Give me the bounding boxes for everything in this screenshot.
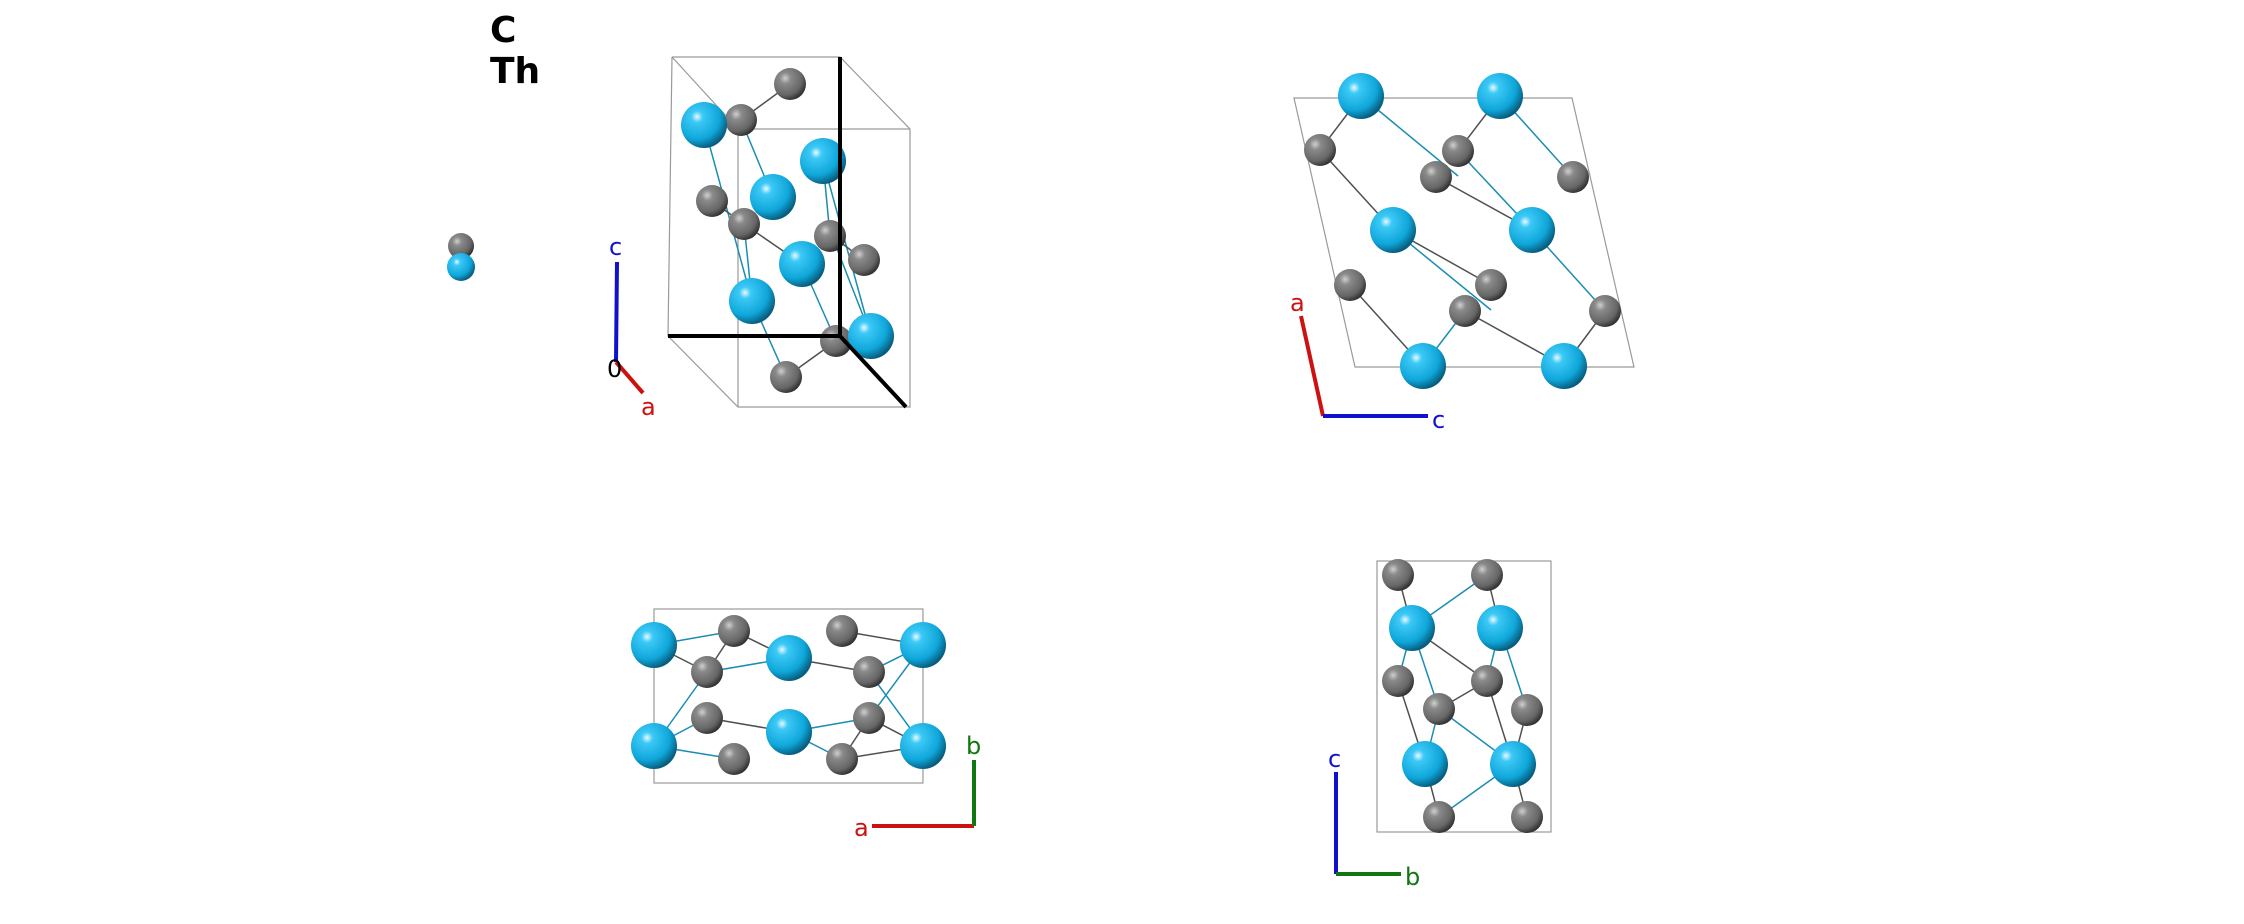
atoms [681,68,894,393]
legend-c-atom [448,233,474,259]
legend-th-atom [447,253,475,281]
view-perspective: c 0 a [607,56,911,421]
c-atom [848,244,880,276]
axis-triad: c b [1328,745,1420,891]
legend-c-label: C [490,10,516,51]
c-atom [718,743,750,775]
atoms [631,615,946,775]
th-atom [900,622,946,668]
c-atom [1557,161,1589,193]
c-atom [725,104,757,136]
th-atom [631,723,677,769]
a-axis-line [1299,315,1325,417]
view-a: c b [1328,559,1552,891]
a-axis-line [614,360,645,395]
c-atom [826,743,858,775]
atoms [1304,73,1621,389]
c-atom [1423,801,1455,833]
c-atom [853,702,885,734]
c-atom [1511,694,1543,726]
c-atom [1449,295,1481,327]
c-atom [691,702,723,734]
c-atom [774,68,806,100]
th-atom [1402,741,1448,787]
th-atom [1400,343,1446,389]
c-atom [691,656,723,688]
c-axis-line [614,261,619,363]
c-atom [826,615,858,647]
c-axis-label: c [1328,745,1341,773]
th-atom [1541,343,1587,389]
c-axis-label: c [1432,406,1445,434]
th-atom [729,278,775,324]
a-axis-label: a [854,814,869,842]
element-legend: C Th [447,10,540,281]
a-axis-label: a [641,393,656,421]
th-atom [681,102,727,148]
th-atom [1338,73,1384,119]
c-atom [1334,269,1366,301]
th-atom [631,622,677,668]
th-atom [1509,207,1555,253]
th-atom [766,635,812,681]
legend-th-label: Th [490,51,540,92]
unit-cell-outline [653,608,924,784]
c-axis-label: c [609,233,622,261]
c-atom [696,185,728,217]
a-axis-label: a [1290,289,1305,317]
th-atom [1389,605,1435,651]
b-axis-label: b [966,732,981,760]
c-atom [1382,665,1414,697]
c-atom [1471,665,1503,697]
th-atom [800,138,846,184]
th-atom [779,241,825,287]
c-atom [1304,134,1336,166]
th-atom [848,313,894,359]
unit-cell-outline [1376,560,1552,833]
axis-triad: a c [1290,289,1445,434]
c-atom [1420,161,1452,193]
c-atom [1471,559,1503,591]
th-atom [766,709,812,755]
th-atom [1370,207,1416,253]
c-atom [1589,295,1621,327]
c-atom [1442,135,1474,167]
c-atom [770,361,802,393]
c-atom [718,615,750,647]
axis-triad: a b [854,732,981,842]
atoms [1382,559,1543,833]
th-atom [1477,73,1523,119]
c-atom [1382,559,1414,591]
axis-triad: c 0 a [607,233,656,421]
th-atom [1490,741,1536,787]
th-atom [900,723,946,769]
c-atom [1475,269,1507,301]
c-atom [728,208,760,240]
view-c: a b [631,608,981,842]
origin-label: 0 [607,355,622,383]
unit-cell-front-edges [668,57,908,409]
view-b: a c [1290,73,1635,434]
th-atom [1477,605,1523,651]
th-atom [750,174,796,220]
c-atom [1423,693,1455,725]
c-atom [1511,801,1543,833]
b-axis-label: b [1405,863,1420,891]
c-atom [853,656,885,688]
c-atom [820,325,852,357]
